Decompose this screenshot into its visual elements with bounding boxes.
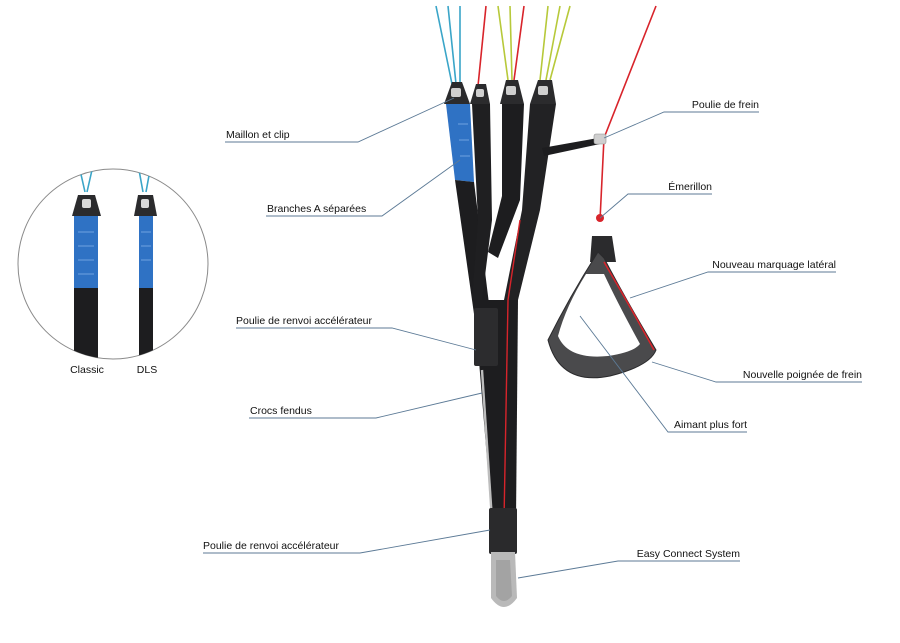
main-riser-illustration [435,5,657,607]
label-branches-a: Branches A séparées [267,203,366,215]
brake-keeper-strap [542,138,600,156]
brake-line [599,5,657,221]
inset-comparison: Classic DLS [17,168,209,376]
label-emerillon: Émerillon [668,180,712,193]
leader-lines [203,97,862,579]
label-crocs-fendus: Crocs fendus [250,405,312,417]
brake-pulley [593,133,607,145]
brake-handle-illustration [547,236,657,379]
accelerator-pulley-sleeve-top [474,308,498,366]
label-marquage-lateral: Nouveau marquage latéral [712,259,836,271]
label-poulie-renvoi-bas: Poulie de renvoi accélérateur [203,540,340,552]
inset-circle [17,168,209,360]
dls-label: DLS [137,364,157,376]
accelerator-pulley-sleeve-bottom [489,508,517,554]
label-poulie-frein: Poulie de frein [692,99,759,111]
label-aimant: Aimant plus fort [674,419,747,431]
maillons [444,80,556,104]
callout-labels: Maillon et clip Branches A séparées Poul… [203,99,862,560]
classic-label: Classic [70,364,104,376]
suspension-lines [435,5,571,87]
label-poulie-renvoi-haut: Poulie de renvoi accélérateur [236,315,373,327]
b-riser [472,104,492,300]
c-riser [488,104,524,258]
label-maillon-clip: Maillon et clip [226,129,290,141]
d-riser [504,104,556,300]
label-poignee-frein: Nouvelle poignée de frein [743,369,862,381]
dls-riser-illustration [134,169,157,359]
speed-line [480,369,494,521]
classic-riser-illustration [72,169,101,359]
label-easy-connect: Easy Connect System [637,548,741,560]
side-marking-stitch [503,219,521,521]
